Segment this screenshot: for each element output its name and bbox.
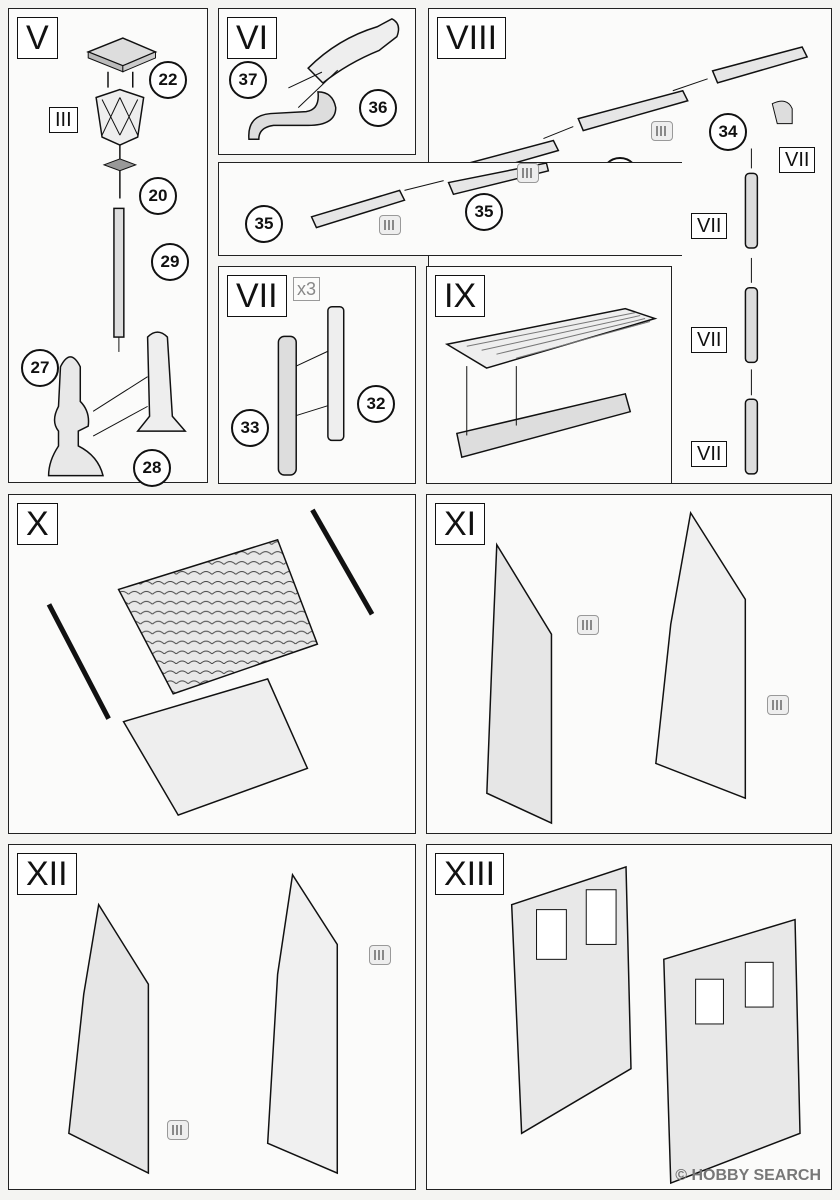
- part-number-37: 37: [229, 61, 267, 99]
- subassembly-label-vii-a: VII: [691, 213, 728, 239]
- part-number-29: 29: [151, 243, 189, 281]
- lamp-assembly-drawing: [47, 37, 187, 477]
- glue-icon: [517, 163, 539, 183]
- part-number-34: 34: [709, 113, 747, 151]
- step-label-xiii: XIII: [435, 853, 505, 895]
- facade-wall-drawing: [510, 865, 801, 1185]
- panel-step-x: X: [8, 494, 416, 834]
- glue-icon: [577, 615, 599, 635]
- part-number-35-c: 35: [465, 193, 503, 231]
- step-label-x: X: [17, 503, 58, 545]
- multiplier-badge: x3: [293, 277, 321, 301]
- panel-step-ix: IX: [426, 266, 672, 484]
- part-number-33: 33: [231, 409, 269, 447]
- panel-step-xi: XI: [426, 494, 832, 834]
- part-number-28: 28: [133, 449, 171, 487]
- step-label-vii: VII: [227, 275, 287, 317]
- gable-wall-drawing: [486, 510, 747, 825]
- subassembly-label-iii: III: [49, 107, 78, 133]
- step-label-xi: XI: [435, 503, 486, 545]
- panel-step-viii-gutters: 35 35: [218, 162, 682, 256]
- panel-step-v: V 22 III 20 29 27 28: [8, 8, 208, 487]
- step-label-v: V: [17, 17, 58, 59]
- subassembly-label-vii-b: VII: [691, 327, 728, 353]
- downpipe-section-drawing: [277, 305, 345, 476]
- panel-step-vii: VII x3 32 33: [218, 266, 416, 484]
- downpipe-elbow-drawing: [248, 18, 400, 140]
- subassembly-label-vii-c: VII: [691, 441, 728, 467]
- glue-icon: [767, 695, 789, 715]
- step-label-xii: XII: [17, 853, 77, 895]
- glue-icon: [379, 215, 401, 235]
- gable-wall-drawing-2: [68, 872, 339, 1175]
- panel-step-xiii: XIII © HOBBY SEARCH: [426, 844, 832, 1190]
- step-label-ix: IX: [435, 275, 486, 317]
- gutter-sections-drawing: [310, 163, 550, 229]
- panel-step-vi: VI 37 36: [218, 8, 416, 155]
- canopy-roof-drawing: [444, 307, 658, 459]
- subassembly-label-vii-top: VII: [779, 147, 816, 173]
- part-number-27: 27: [21, 349, 59, 387]
- step-label-vi: VI: [227, 17, 278, 59]
- glue-icon: [651, 121, 673, 141]
- part-number-36: 36: [359, 89, 397, 127]
- glue-icon: [167, 1120, 189, 1140]
- part-number-22: 22: [149, 61, 187, 99]
- panel-step-xii: XII: [8, 844, 416, 1190]
- glue-icon: [369, 945, 391, 965]
- part-number-20: 20: [139, 177, 177, 215]
- part-number-35-b: 35: [245, 205, 283, 243]
- hobby-search-watermark: © HOBBY SEARCH: [675, 1167, 821, 1184]
- tiled-roof-drawing: [46, 508, 375, 817]
- step-label-viii: VIII: [437, 17, 507, 59]
- part-number-32: 32: [357, 385, 395, 423]
